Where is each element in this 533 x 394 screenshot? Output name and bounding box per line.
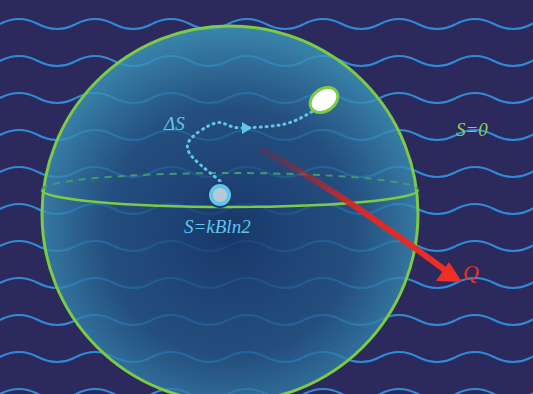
state-entropy-label: S=0: [456, 120, 488, 139]
state-entropy-label: S=kBln2: [184, 217, 251, 236]
pure-state-dot: S=0: [306, 86, 342, 114]
entropy-path: [187, 111, 313, 181]
entropy-change-label: ΔS: [164, 114, 185, 133]
heat-arrow: [262, 150, 445, 270]
heat-arrowhead: [436, 262, 462, 282]
heat-label: Q: [463, 262, 479, 284]
state-marker: [306, 86, 342, 114]
state-marker: [206, 181, 234, 209]
mixed-state-dot: S=kBln2: [206, 181, 234, 209]
